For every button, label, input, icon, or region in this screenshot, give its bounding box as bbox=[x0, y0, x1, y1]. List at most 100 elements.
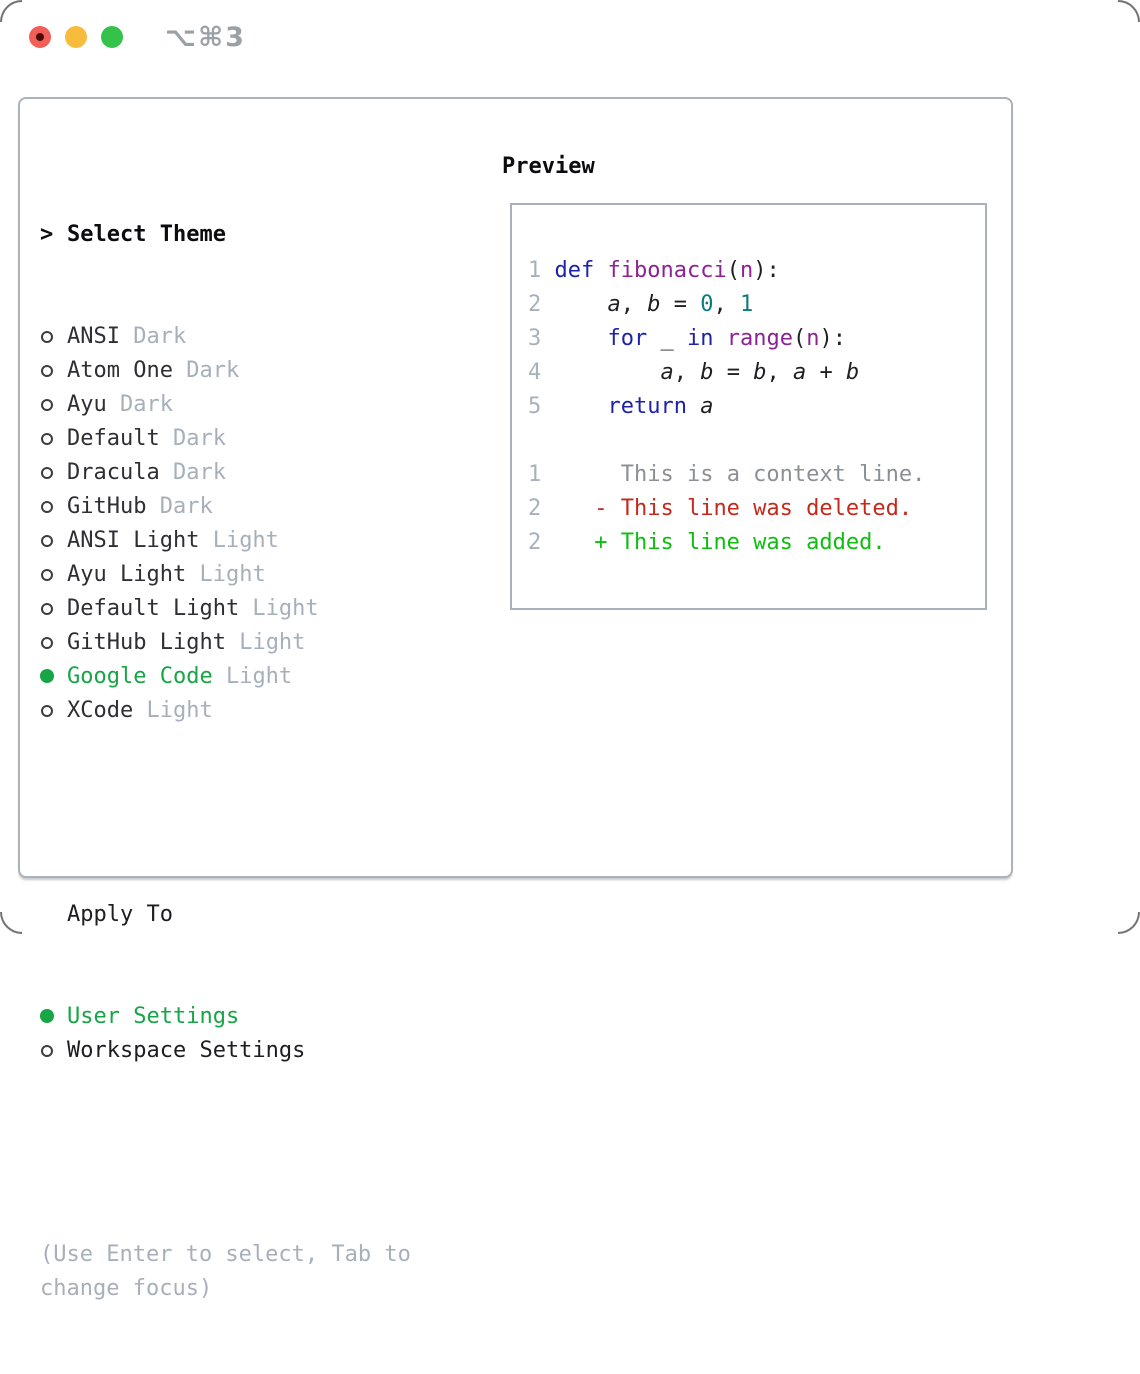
token-kw: return bbox=[607, 394, 687, 419]
zoom-button[interactable] bbox=[101, 26, 123, 48]
theme-option-github-light-light[interactable]: GitHub Light Light bbox=[40, 626, 411, 660]
theme-option-github-dark[interactable]: GitHub Dark bbox=[40, 490, 411, 524]
prompt-icon: > bbox=[40, 222, 54, 247]
theme-option-ansi-light-light[interactable]: ANSI Light Light bbox=[40, 524, 411, 558]
apply-to-title: Apply To bbox=[67, 902, 173, 927]
code-line: 5 return a bbox=[528, 390, 985, 424]
token-p: + bbox=[806, 360, 846, 385]
radio-icon bbox=[41, 501, 53, 513]
token-p bbox=[541, 496, 594, 521]
blank-line bbox=[528, 424, 985, 458]
spacer bbox=[40, 1136, 411, 1170]
theme-variant-badge: Light bbox=[225, 630, 306, 655]
theme-option-dracula-dark[interactable]: Dracula Dark bbox=[40, 456, 411, 490]
radio-icon bbox=[41, 433, 53, 445]
theme-variant-badge: Light bbox=[212, 664, 293, 689]
token-p: ): bbox=[753, 258, 780, 283]
code-line: 1 def fibonacci(n): bbox=[528, 254, 985, 288]
token-p bbox=[594, 258, 607, 283]
spacer bbox=[40, 796, 411, 830]
theme-variant-badge: Light bbox=[186, 562, 266, 587]
theme-variant-badge: Dark bbox=[172, 358, 240, 383]
theme-name: Atom One bbox=[67, 358, 173, 383]
theme-name: GitHub bbox=[67, 494, 147, 519]
token-var: a bbox=[660, 360, 674, 385]
apply-to-header: Apply To bbox=[40, 898, 411, 932]
minimize-button[interactable] bbox=[65, 26, 87, 48]
token-p bbox=[541, 360, 660, 385]
theme-option-ayu-dark[interactable]: Ayu Dark bbox=[40, 388, 411, 422]
theme-option-ayu-light-light[interactable]: Ayu Light Light bbox=[40, 558, 411, 592]
token-var: a bbox=[700, 394, 714, 419]
window-title: ⌥⌘3 bbox=[165, 22, 246, 53]
theme-variant-badge: Light bbox=[133, 698, 213, 723]
theme-name: ANSI bbox=[67, 324, 120, 349]
token-fn: range bbox=[726, 326, 793, 351]
token-p: , bbox=[713, 292, 740, 317]
code-line: 2 - This line was deleted. bbox=[528, 492, 985, 526]
apply-option-workspace-settings[interactable]: Workspace Settings bbox=[40, 1034, 411, 1068]
theme-option-atom-one-dark[interactable]: Atom One Dark bbox=[40, 354, 411, 388]
token-p: , bbox=[620, 292, 648, 317]
token-kw: def bbox=[554, 258, 595, 283]
theme-name: Ayu Light bbox=[67, 562, 187, 587]
theme-option-default-dark[interactable]: Default Dark bbox=[40, 422, 411, 456]
theme-name: Ayu bbox=[67, 392, 107, 417]
token-del: - This line was deleted. bbox=[594, 496, 913, 521]
hint-line: (Use Enter to select, Tab to bbox=[40, 1242, 411, 1267]
radio-icon bbox=[41, 603, 53, 615]
radio-icon bbox=[41, 637, 53, 649]
theme-variant-badge: Dark bbox=[119, 324, 187, 349]
token-add: + This line was added. bbox=[594, 530, 886, 555]
theme-name: ANSI Light bbox=[67, 528, 200, 553]
theme-variant-badge: Dark bbox=[159, 426, 226, 451]
token-p bbox=[541, 394, 607, 419]
token-p: _ bbox=[647, 326, 687, 351]
close-button[interactable] bbox=[29, 26, 51, 48]
token-fn: n bbox=[806, 326, 820, 351]
token-ln: 2 bbox=[528, 530, 542, 555]
token-p bbox=[541, 258, 554, 283]
token-p: ( bbox=[792, 326, 807, 351]
token-p: = bbox=[660, 292, 701, 317]
token-p: , bbox=[673, 360, 701, 385]
theme-option-google-code-light[interactable]: Google Code Light bbox=[40, 660, 411, 694]
radio-icon bbox=[41, 1045, 53, 1057]
radio-icon bbox=[41, 569, 53, 581]
panel-title: Select Theme bbox=[67, 222, 226, 247]
window-titlebar: ⌥⌘3 bbox=[0, 0, 1140, 74]
theme-variant-badge: Dark bbox=[159, 460, 226, 485]
token-p bbox=[541, 530, 594, 555]
theme-option-xcode-light[interactable]: XCode Light bbox=[40, 694, 411, 728]
token-var: a bbox=[792, 360, 807, 385]
theme-variant-badge: Light bbox=[239, 596, 319, 621]
token-ln: 1 bbox=[528, 462, 542, 487]
token-num: 1 bbox=[739, 292, 754, 317]
token-ln: 5 bbox=[528, 394, 542, 419]
token-fn: n bbox=[739, 258, 754, 283]
code-line: 1 This is a context line. bbox=[528, 458, 985, 492]
theme-option-ansi-dark[interactable]: ANSI Dark bbox=[40, 320, 411, 354]
token-kw: for bbox=[607, 326, 648, 351]
apply-option-label: User Settings bbox=[67, 1004, 240, 1029]
code-line: 4 a, b = b, a + b bbox=[528, 356, 985, 390]
token-p: , bbox=[766, 360, 793, 385]
theme-variant-badge: Light bbox=[199, 528, 279, 553]
radio-icon bbox=[41, 331, 53, 343]
radio-selected-icon bbox=[40, 669, 54, 683]
screenshot-root: { "window": { "title": "⌥⌘3", "controls"… bbox=[0, 0, 1140, 1301]
token-p bbox=[687, 394, 700, 419]
token-p bbox=[713, 326, 726, 351]
theme-variant-badge: Dark bbox=[146, 494, 213, 519]
radio-icon bbox=[41, 535, 53, 547]
token-var: a bbox=[607, 292, 621, 317]
token-p: ): bbox=[819, 326, 846, 351]
theme-option-default-light-light[interactable]: Default Light Light bbox=[40, 592, 411, 626]
radio-icon bbox=[41, 365, 53, 377]
screen-corner bbox=[1118, 912, 1140, 934]
apply-option-user-settings[interactable]: User Settings bbox=[40, 1000, 411, 1034]
